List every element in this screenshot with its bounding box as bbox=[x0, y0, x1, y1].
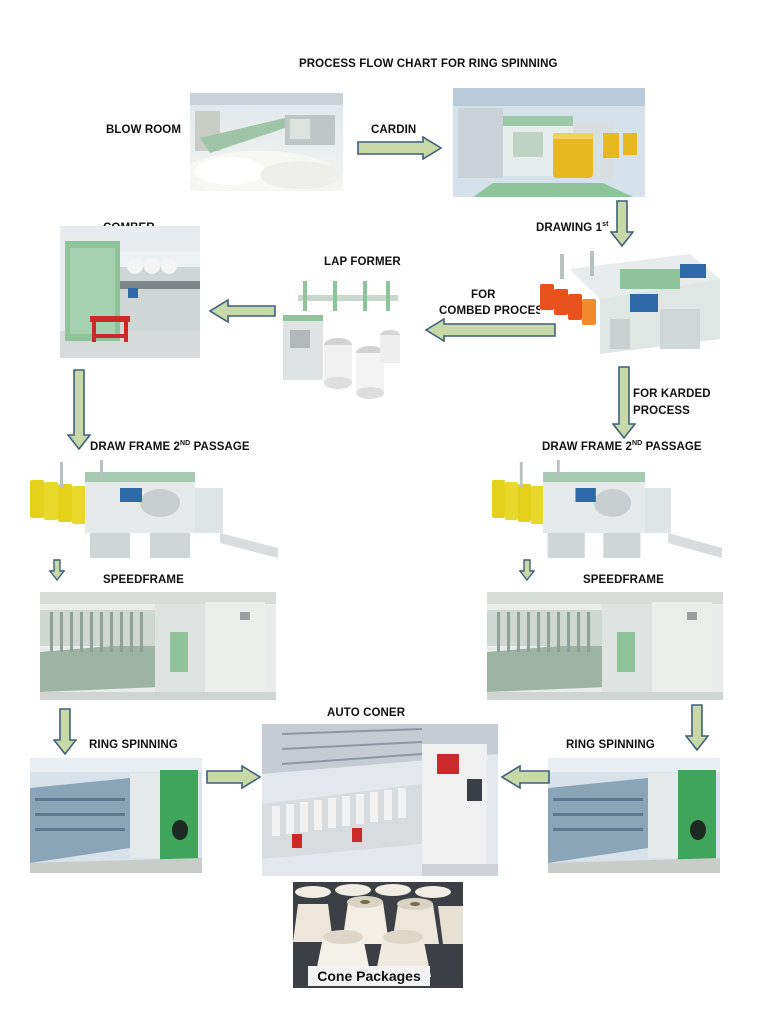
arrow-left-icon bbox=[208, 299, 276, 323]
draw-frame-left-sup: ND bbox=[180, 440, 191, 447]
draw-frame-left-text: DRAW FRAME 2 bbox=[90, 440, 181, 453]
arrow-down-icon bbox=[67, 369, 91, 451]
draw-frame-right-text: DRAW FRAME 2 bbox=[542, 440, 633, 453]
label-speedframe-right: SPEEDFRAME bbox=[583, 574, 664, 586]
arrow-right-icon bbox=[206, 765, 262, 789]
label-auto-coner: AUTO CONER bbox=[327, 707, 406, 719]
auto-coner-image bbox=[262, 724, 498, 876]
blow-room-image bbox=[190, 93, 343, 191]
draw-frame-right-image bbox=[492, 458, 722, 568]
arrow-down-icon bbox=[519, 559, 535, 581]
ring-spinning-right-image bbox=[548, 758, 720, 873]
label-lap-former: LAP FORMER bbox=[324, 256, 401, 268]
carding-image bbox=[453, 88, 645, 197]
label-for-combed: FOR bbox=[471, 289, 496, 301]
label-cardin: CARDIN bbox=[371, 124, 417, 136]
label-blow-room: BLOW ROOM bbox=[106, 124, 181, 136]
draw-frame-right-sup: ND bbox=[632, 440, 643, 447]
label-draw-frame-left: DRAW FRAME 2ND PASSAGE bbox=[90, 440, 250, 453]
label-ring-spinning-right: RING SPINNING bbox=[566, 739, 655, 751]
arrow-down-icon bbox=[610, 200, 634, 248]
label-combed-process: COMBED PROCESS bbox=[439, 305, 551, 317]
arrow-left-icon bbox=[500, 765, 550, 789]
speedframe-left-image bbox=[40, 592, 276, 700]
arrow-down-icon bbox=[49, 559, 65, 581]
lap-former-image bbox=[278, 275, 408, 407]
arrow-right-icon bbox=[357, 136, 443, 160]
page-title: PROCESS FLOW CHART FOR RING SPINNING bbox=[299, 58, 558, 70]
draw-frame-left-tail: PASSAGE bbox=[190, 440, 250, 453]
arrow-down-icon bbox=[612, 366, 636, 440]
draw-frame-left-image bbox=[30, 458, 278, 568]
label-ring-spinning-left: RING SPINNING bbox=[89, 739, 178, 751]
label-karded-process: PROCESS bbox=[633, 405, 690, 417]
speedframe-right-image bbox=[487, 592, 723, 700]
label-drawing-sup: st bbox=[602, 221, 609, 228]
arrow-down-icon bbox=[53, 708, 77, 756]
arrow-down-icon bbox=[685, 704, 709, 752]
label-draw-frame-right: DRAW FRAME 2ND PASSAGE bbox=[542, 440, 702, 453]
label-for-karded: FOR KARDED bbox=[633, 388, 711, 400]
label-speedframe-left: SPEEDFRAME bbox=[103, 574, 184, 586]
cone-packages-caption: Cone Packages bbox=[308, 966, 430, 986]
comber-image bbox=[60, 226, 200, 358]
drawing-1st-image bbox=[540, 249, 722, 359]
draw-frame-right-tail: PASSAGE bbox=[642, 440, 702, 453]
label-drawing-text: DRAWING 1 bbox=[536, 221, 603, 234]
arrow-left-icon bbox=[424, 318, 556, 342]
ring-spinning-left-image bbox=[30, 758, 202, 873]
label-drawing-1st: DRAWING 1st bbox=[536, 221, 609, 234]
